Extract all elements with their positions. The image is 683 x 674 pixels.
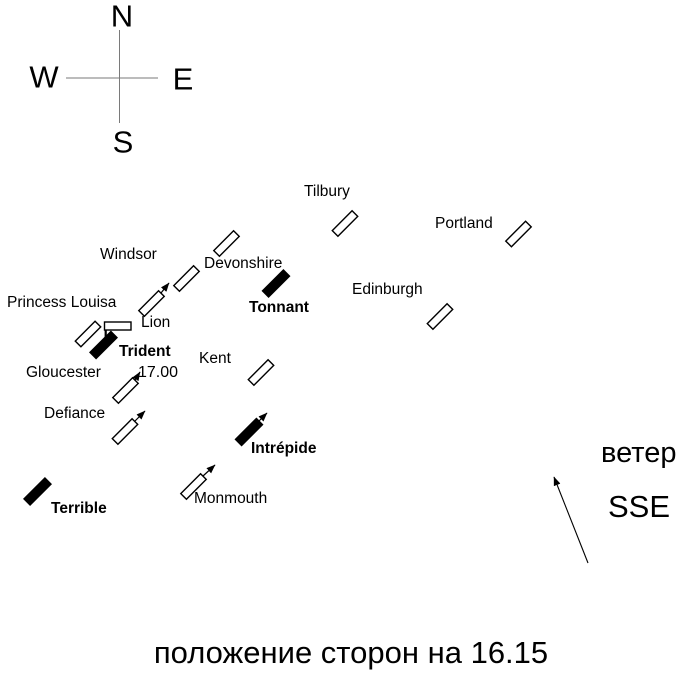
ship-label-gloucester: Gloucester xyxy=(26,364,101,381)
course-arrow-lion xyxy=(160,282,170,294)
ship-label-windsor: Windsor xyxy=(100,246,157,263)
ship-label-defiance: Defiance xyxy=(44,405,106,422)
ship-symbol-princess-louisa xyxy=(74,320,102,348)
ship-label-monmouth: Monmouth xyxy=(194,490,268,507)
ship-label-devonshire: Devonshire xyxy=(204,255,283,272)
ship-symbol-kent xyxy=(247,358,275,387)
course-arrow-monmouth xyxy=(202,464,216,477)
compass-west-label: W xyxy=(29,59,59,95)
ship-label-princess-louisa: Princess Louisa xyxy=(7,294,117,311)
ship-label-terrible: Terrible xyxy=(51,500,107,517)
compass-north-label: N xyxy=(110,0,134,34)
course-arrow-intrepide xyxy=(258,412,268,422)
ship-symbol-portland xyxy=(504,220,533,248)
ship-label-kent: Kent xyxy=(199,350,231,367)
ship-label-tonnant: Tonnant xyxy=(249,299,309,316)
course-arrow-gloucester xyxy=(132,371,141,382)
engaged-ship-hull xyxy=(103,321,132,331)
diagram-caption: положение сторон на 16.15 xyxy=(153,635,549,670)
compass-east-label: E xyxy=(172,61,194,97)
ship-label-lion: Lion xyxy=(141,314,171,331)
ship-label-trident: Trident xyxy=(119,343,171,360)
ship-label-portland: Portland xyxy=(435,215,493,232)
ship-symbol-monmouth xyxy=(179,472,208,501)
ship-symbol-devonshire xyxy=(212,229,241,258)
course-arrow-defiance xyxy=(134,410,146,422)
ship-symbol-terrible xyxy=(23,477,52,506)
ship-symbol-tilbury xyxy=(331,209,359,238)
ship-symbol-edinburgh xyxy=(426,302,454,331)
wind-arrow xyxy=(553,476,589,564)
ship-symbol-lion xyxy=(137,289,166,318)
ship-symbol-trident xyxy=(89,330,118,360)
ship-label-tilbury: Tilbury xyxy=(304,183,350,200)
time-annotation: 17.00 xyxy=(138,364,179,381)
ship-label-edinburgh: Edinburgh xyxy=(352,281,423,298)
wind-direction-label: SSE xyxy=(608,489,671,524)
compass-south-label: S xyxy=(112,124,134,160)
wind-label: ветер xyxy=(601,437,677,469)
ship-symbol-gloucester xyxy=(111,376,140,405)
ship-symbol-windsor xyxy=(172,264,201,293)
ship-label-intrepide: Intrépide xyxy=(251,440,317,457)
ship-symbol-tonnant xyxy=(261,269,291,298)
ship-symbol-defiance xyxy=(111,417,139,446)
